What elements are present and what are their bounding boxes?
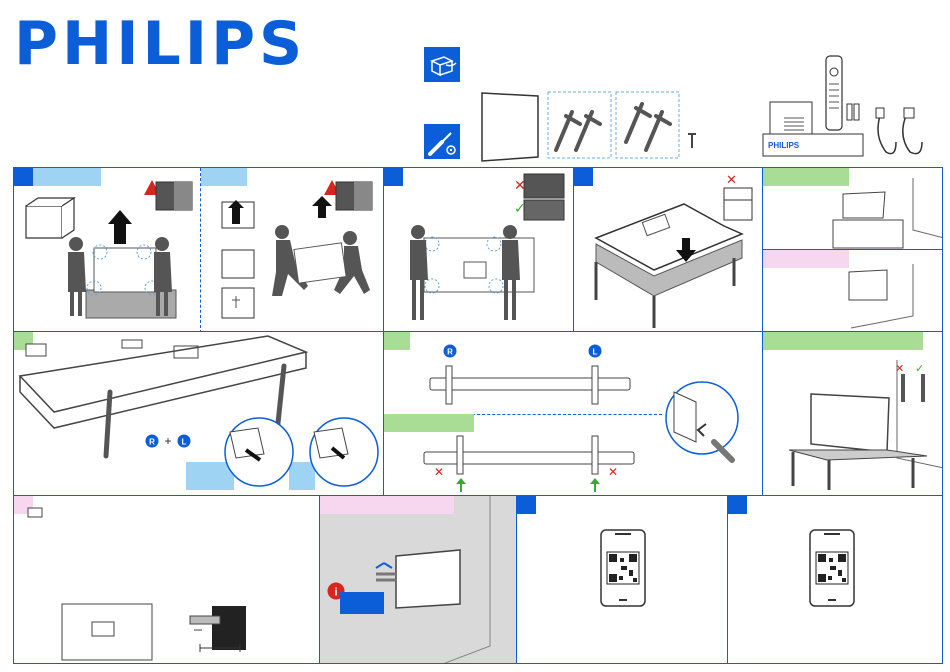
step9-qr-panel bbox=[516, 495, 728, 664]
step2-carry-panel: ✕ ✓ bbox=[383, 167, 574, 332]
check-icon: ✓ bbox=[915, 362, 924, 375]
option-wall-mount-panel bbox=[762, 249, 943, 332]
cross-icon: ✕ bbox=[895, 362, 904, 375]
qr-code-icon bbox=[607, 552, 639, 584]
box-label: PHILIPS bbox=[768, 141, 800, 150]
cross-icon: ✕ bbox=[434, 465, 444, 479]
step3-lay-down-panel: ✕ bbox=[573, 167, 763, 332]
cross-icon: ✕ bbox=[726, 173, 737, 188]
step10-qr-panel bbox=[727, 495, 943, 664]
step1-unbox-panel bbox=[13, 167, 384, 332]
option-table-stand-panel bbox=[762, 167, 943, 250]
arrow-icon bbox=[590, 478, 600, 492]
stand-right-marker: R bbox=[447, 348, 453, 357]
stand-right-label: R bbox=[149, 438, 155, 447]
qr-code-icon bbox=[816, 552, 848, 584]
step8-wall-mount-panel: i bbox=[319, 495, 517, 664]
info-icon-glyph: i bbox=[334, 587, 337, 599]
step5-stand-position-panel: R L ✕ ✕ bbox=[383, 331, 763, 496]
cross-icon: ✕ bbox=[608, 465, 618, 479]
arrow-icon bbox=[456, 478, 466, 492]
stand-left-marker: L bbox=[593, 348, 598, 357]
package-contents-illustration: PHILIPS bbox=[0, 0, 950, 172]
step4-attach-stand-panel: R + L bbox=[13, 331, 384, 496]
step7-wall-bracket-panel bbox=[13, 495, 320, 664]
step6-table-setup-panel: ✕ ✓ bbox=[762, 331, 943, 496]
plus-sign: + bbox=[164, 434, 171, 448]
stand-left-label: L bbox=[182, 438, 187, 447]
